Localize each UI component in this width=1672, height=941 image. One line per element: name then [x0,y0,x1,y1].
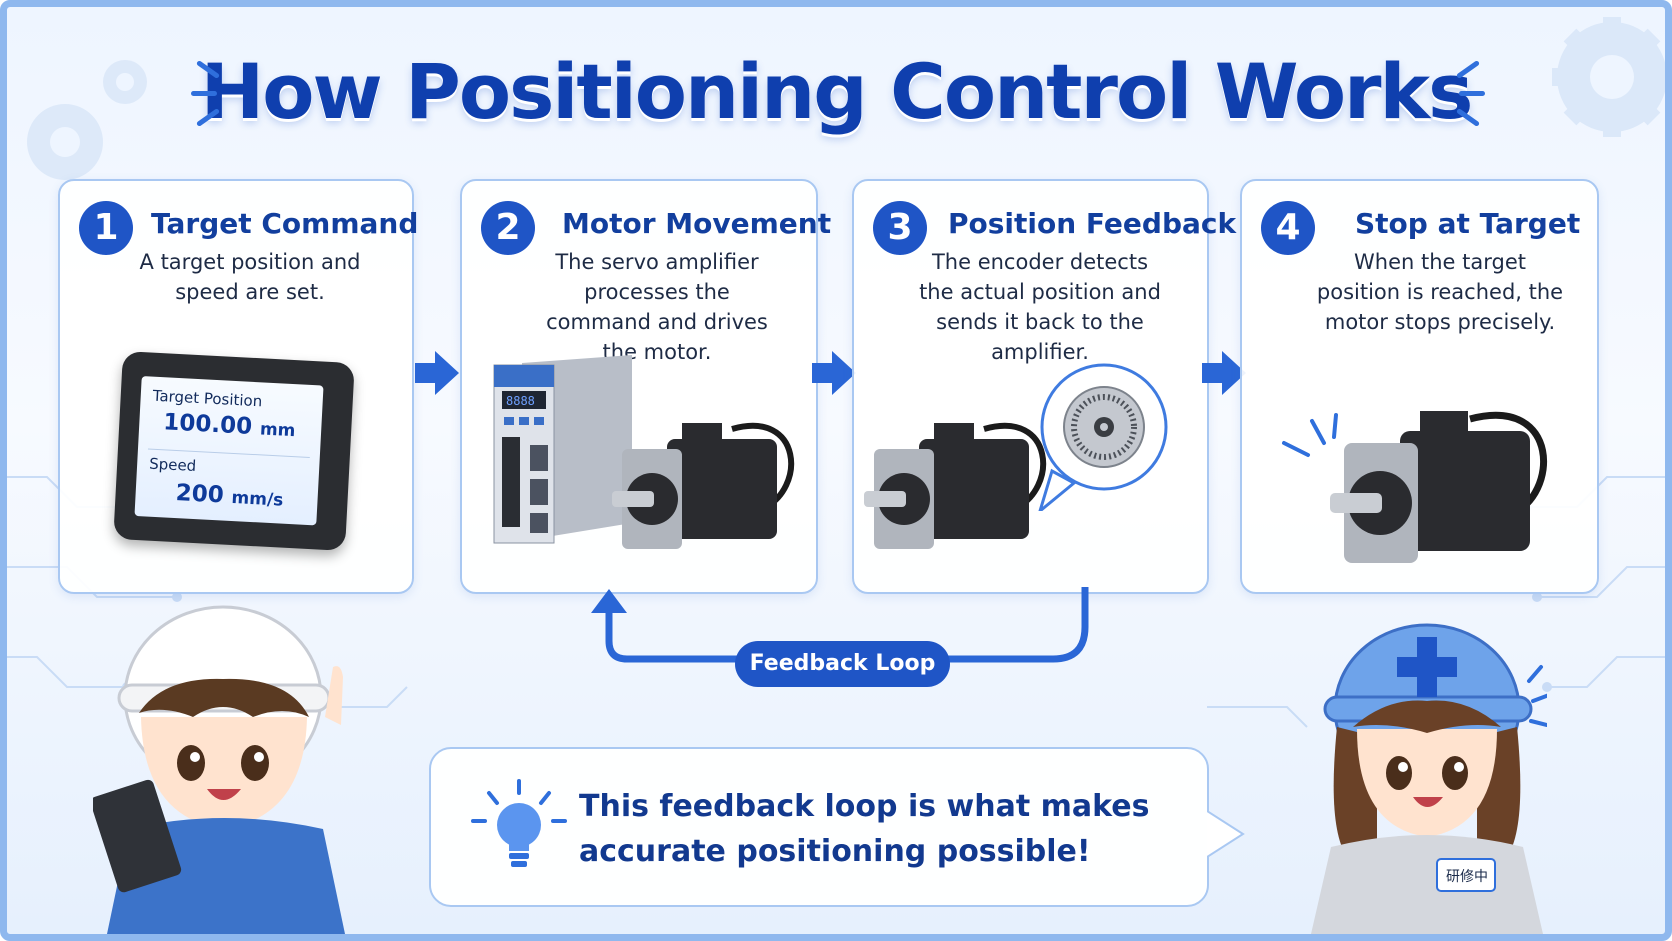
step-description: The servo amplifier processes the comman… [546,250,768,364]
speed-unit: mm/s [231,487,284,511]
arrow-right-icon [812,351,856,395]
amplifier-display: 8888 [506,394,535,408]
step-number: 2 [481,201,535,255]
engineer-character-left [93,605,345,934]
gear-icon [27,60,147,180]
note-callout: This feedback loop is what makes accurat… [429,747,1245,907]
step-description: When the target position is reached, the… [1316,250,1564,334]
target-value: 100.00 [162,409,253,440]
lightbulb-icon [471,779,567,867]
control-panel: Target Position 100.00 mm Speed 200 mm/s [113,351,355,551]
step-card-4: 4 Stop at Target When the target positio… [1240,179,1599,594]
page-title: How Positioning Control Works [200,47,1474,136]
step-title: Motor Movement [562,207,832,240]
servo-amplifier: 8888 [493,355,632,544]
step-number: 1 [79,201,133,255]
speed-label: Speed [148,454,197,476]
speed-value: 200 mm/s [175,480,284,512]
gear-icon [1552,17,1665,137]
feedback-loop-label: Feedback Loop [735,641,950,687]
servo-motor [864,422,1047,549]
arrow-right-icon [1202,351,1246,395]
title-accent [191,91,217,96]
target-position-value: 100.00 mm [163,409,296,442]
servo-motor [612,422,795,549]
step-title: Stop at Target [1355,207,1581,240]
encoder-bubble [1038,363,1168,511]
target-position-label: Target Position [152,386,263,411]
engineer-character-right: 研修中 [1311,623,1547,934]
name-badge: 研修中 [1446,869,1488,885]
step-number: 3 [873,201,927,255]
target-unit: mm [259,419,296,442]
step-description: The encoder detects the actual position … [919,250,1161,364]
step-title: Position Feedback [948,207,1237,240]
servo-motor [1330,411,1548,563]
note-text: This feedback loop is what makes accurat… [579,789,1150,869]
step-number: 4 [1261,201,1315,255]
step-title: Target Command [151,207,419,240]
motion-lines [1282,413,1338,457]
step-card-1: 1 Target Command A target position and s… [58,179,418,594]
step-description: A target position and speed are set. [139,250,361,304]
callout-pointer [1207,810,1245,858]
speed-number: 200 [175,480,225,509]
title-accent [1459,91,1485,96]
panel-screen: Target Position 100.00 mm Speed 200 mm/s [134,376,324,526]
step-card-3: 3 Position Feedback The encoder detects … [852,179,1236,594]
step-card-2: 2 Motor Movement The servo amplifier pro… [460,179,831,594]
arrow-right-icon [415,351,459,395]
